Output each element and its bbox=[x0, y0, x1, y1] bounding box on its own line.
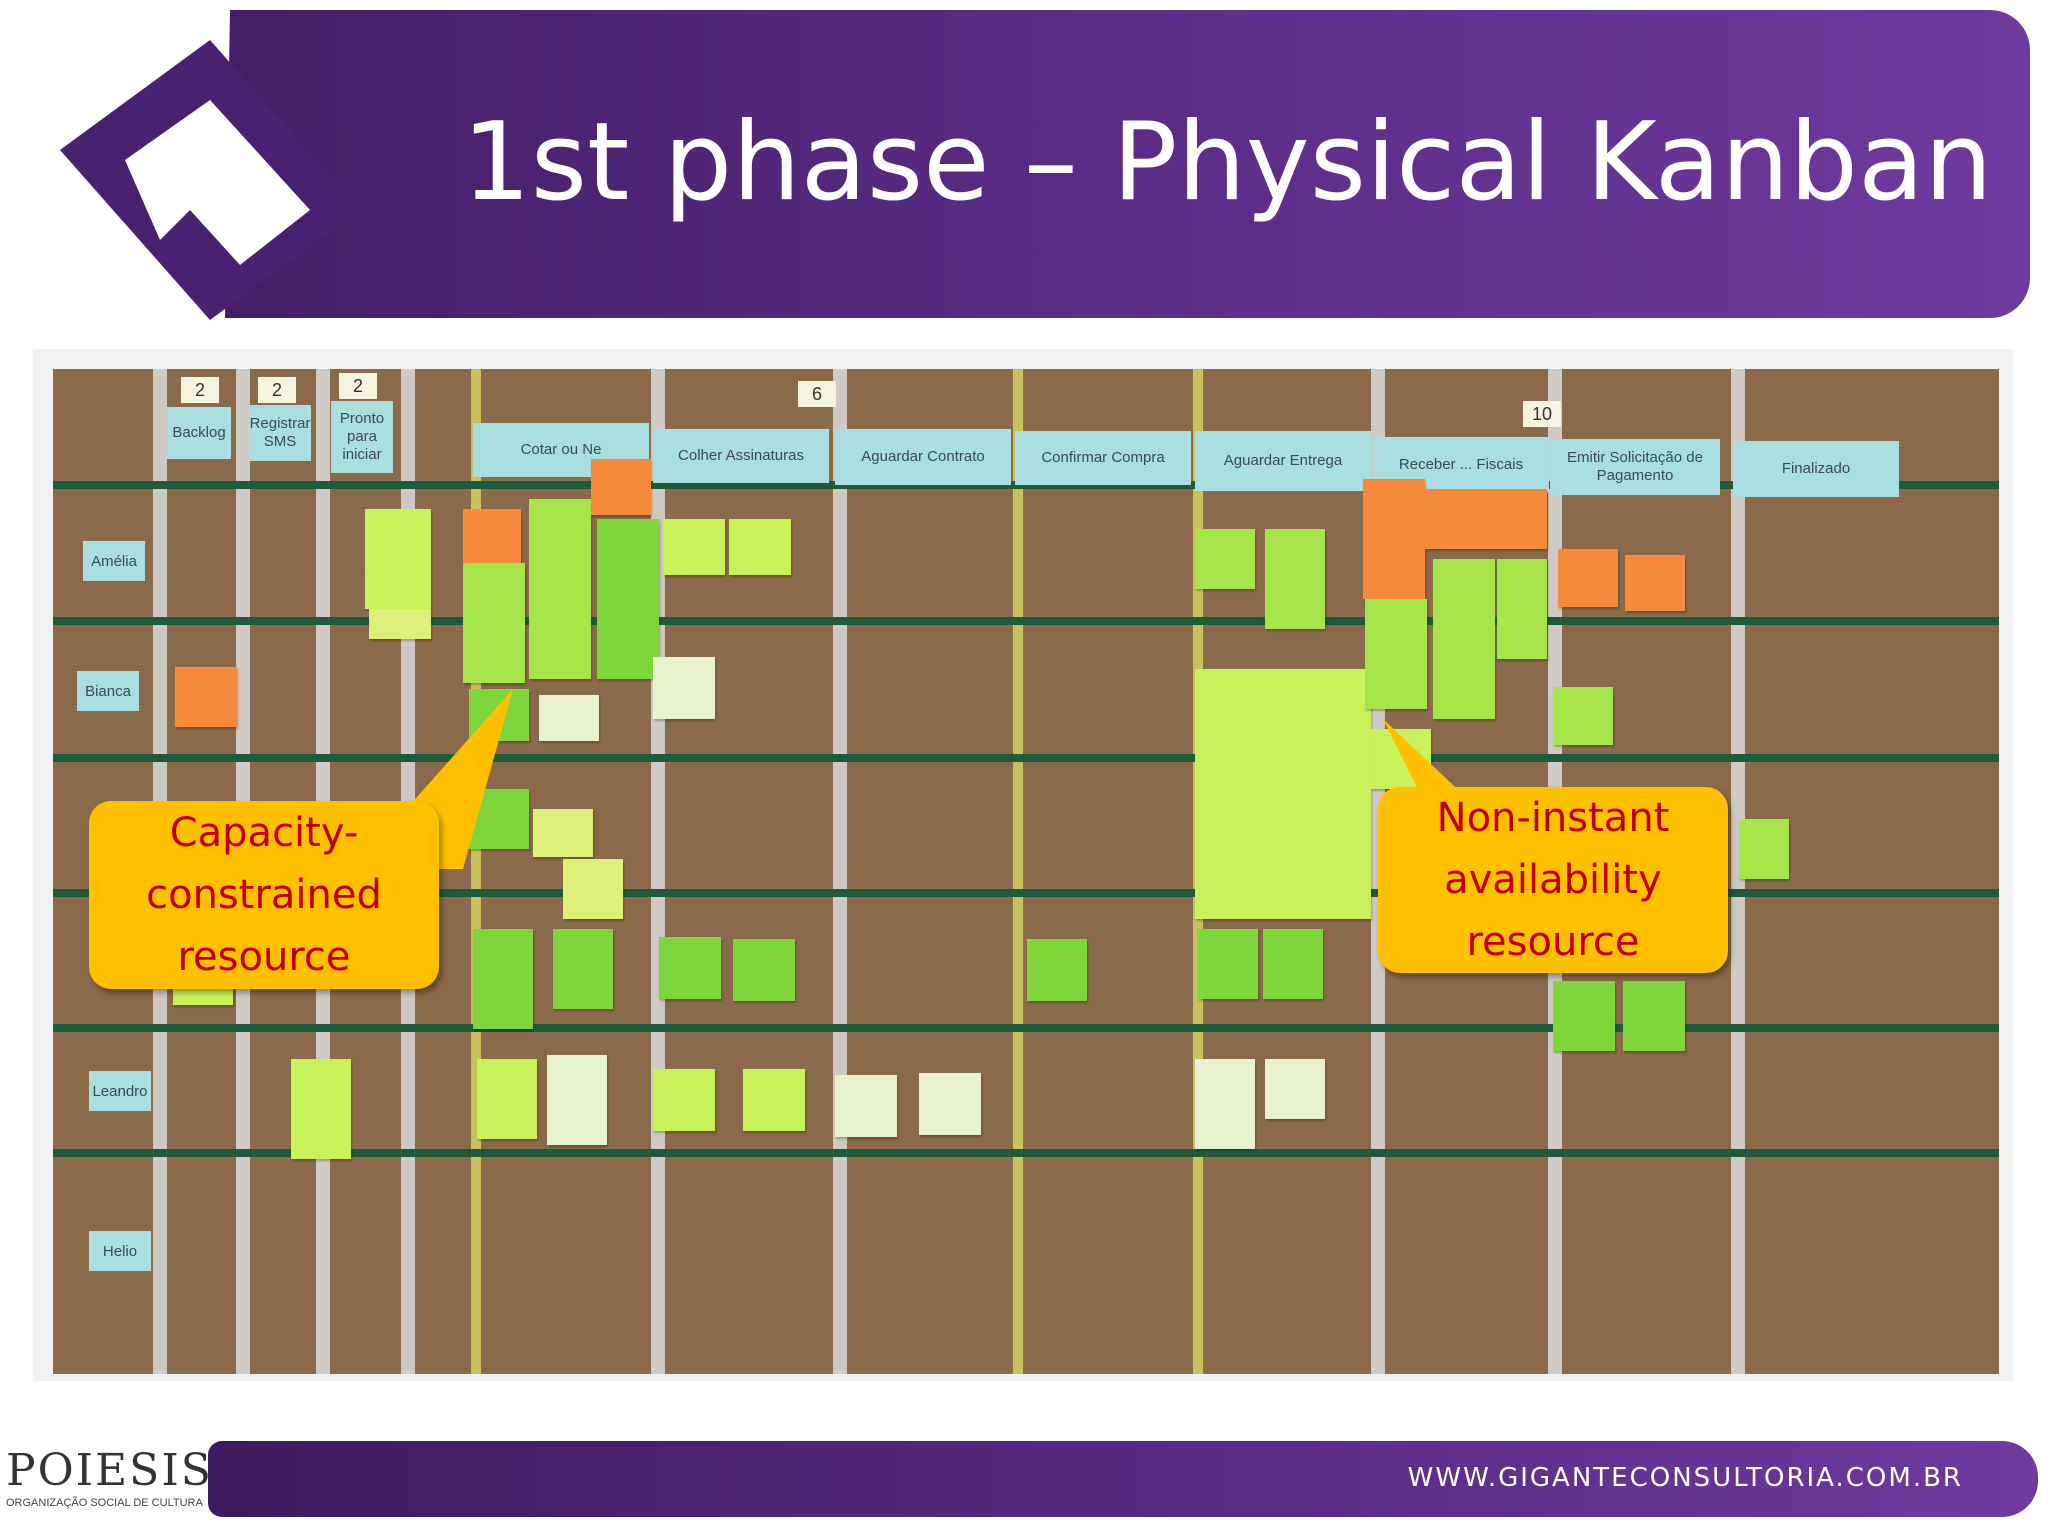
sticky-note bbox=[1363, 479, 1425, 599]
sticky-note bbox=[1553, 687, 1613, 745]
swimlane-divider bbox=[53, 1149, 1999, 1157]
sticky-note bbox=[729, 519, 791, 575]
kanban-photo: 2 2 2 6 10 Backlog Registrar SMS Pronto … bbox=[33, 349, 2013, 1381]
sticky-note bbox=[463, 563, 525, 683]
swimlane-divider bbox=[53, 1024, 1999, 1032]
wip-limit-card: 6 bbox=[798, 381, 836, 407]
slide-title: 1st phase – Physical Kanban bbox=[462, 100, 1993, 225]
callout-capacity-constrained: Capacity- constrained resource bbox=[89, 801, 439, 989]
sticky-note bbox=[1263, 929, 1323, 999]
sticky-note bbox=[743, 1069, 805, 1131]
wip-limit-card: 10 bbox=[1523, 401, 1561, 427]
sticky-note bbox=[1623, 981, 1685, 1051]
swimlane-divider bbox=[53, 617, 1999, 625]
footer-banner: WWW.GIGANTECONSULTORIA.COM.BR bbox=[208, 1441, 2038, 1517]
sticky-note bbox=[365, 509, 431, 569]
sticky-note bbox=[1365, 599, 1427, 709]
sticky-note bbox=[1739, 819, 1789, 879]
sticky-note bbox=[539, 695, 599, 741]
sticky-note bbox=[1195, 529, 1255, 589]
callout-line: Capacity- bbox=[169, 810, 359, 856]
logo-subtitle: ORGANIZAÇÃO SOCIAL DE CULTURA bbox=[6, 1497, 203, 1509]
sticky-note bbox=[597, 519, 659, 679]
column-header: Aguardar Contrato bbox=[835, 429, 1011, 485]
sticky-note bbox=[1027, 939, 1087, 1001]
sticky-note bbox=[477, 1059, 537, 1139]
callout-line: constrained bbox=[146, 872, 382, 918]
column-header: Finalizado bbox=[1733, 441, 1899, 497]
sticky-note bbox=[1425, 489, 1487, 549]
column-header: Registrar SMS bbox=[249, 405, 311, 461]
sticky-note bbox=[533, 809, 593, 857]
sticky-note bbox=[1265, 529, 1325, 629]
sticky-note bbox=[663, 519, 725, 575]
sticky-note bbox=[1487, 489, 1547, 549]
column-header: Backlog bbox=[167, 407, 231, 459]
row-header: Helio bbox=[89, 1231, 151, 1271]
sticky-note bbox=[463, 509, 521, 563]
sticky-note bbox=[591, 459, 651, 515]
callout-line: resource bbox=[1466, 919, 1640, 965]
sticky-note bbox=[1198, 929, 1258, 999]
sticky-note bbox=[291, 1059, 351, 1159]
column-header: Aguardar Entrega bbox=[1195, 431, 1371, 491]
sticky-note bbox=[175, 667, 237, 727]
column-header: Colher Assinaturas bbox=[653, 429, 829, 483]
wip-limit-card: 2 bbox=[181, 377, 219, 403]
sticky-note bbox=[473, 929, 533, 1029]
callout-line: Non-instant bbox=[1436, 795, 1670, 841]
callout-line: availability bbox=[1444, 857, 1662, 903]
sticky-note bbox=[1195, 1059, 1255, 1149]
sticky-note bbox=[659, 937, 721, 999]
poiesis-logo: POIESIS ORGANIZAÇÃO SOCIAL DE CULTURA bbox=[6, 1445, 213, 1522]
brand-diamond-icon bbox=[60, 40, 360, 320]
sticky-note bbox=[1433, 559, 1495, 719]
footer-url: WWW.GIGANTECONSULTORIA.COM.BR bbox=[1407, 1463, 1963, 1493]
column-header: Pronto para iniciar bbox=[331, 401, 393, 473]
wip-limit-card: 2 bbox=[258, 377, 296, 403]
wip-limit-card: 2 bbox=[339, 373, 377, 399]
title-banner bbox=[225, 10, 2030, 318]
sticky-note bbox=[653, 657, 715, 719]
sticky-note bbox=[1625, 555, 1685, 611]
sticky-note bbox=[1558, 549, 1618, 607]
callout-non-instant-availability: Non-instant availability resource bbox=[1378, 787, 1728, 973]
sticky-note bbox=[919, 1073, 981, 1135]
sticky-note bbox=[547, 1055, 607, 1145]
sticky-note bbox=[563, 859, 623, 919]
row-header: Amélia bbox=[83, 541, 145, 581]
swimlane-divider bbox=[53, 754, 1999, 762]
sticky-note bbox=[369, 609, 431, 639]
sticky-note bbox=[1265, 1059, 1325, 1119]
sticky-note bbox=[653, 1069, 715, 1131]
column-divider bbox=[833, 369, 847, 1374]
swimlane-divider bbox=[53, 889, 1999, 897]
swimlane-divider bbox=[53, 481, 1999, 489]
sticky-note bbox=[1497, 559, 1547, 659]
sticky-note bbox=[1553, 981, 1615, 1051]
logo-name: POIESIS bbox=[6, 1445, 213, 1496]
row-header: Leandro bbox=[89, 1071, 151, 1111]
sticky-note bbox=[1195, 669, 1371, 919]
column-divider bbox=[1013, 369, 1023, 1374]
column-header: Emitir Solicitação de Pagamento bbox=[1550, 439, 1720, 495]
column-header: Confirmar Compra bbox=[1015, 431, 1191, 485]
column-divider bbox=[471, 369, 481, 1374]
sticky-note bbox=[733, 939, 795, 1001]
kanban-board: 2 2 2 6 10 Backlog Registrar SMS Pronto … bbox=[53, 369, 1999, 1374]
sticky-note bbox=[529, 499, 591, 679]
sticky-note bbox=[553, 929, 613, 1009]
row-header: Bianca bbox=[77, 671, 139, 711]
callout-line: resource bbox=[177, 934, 351, 980]
sticky-note bbox=[835, 1075, 897, 1137]
sticky-note bbox=[365, 569, 431, 609]
